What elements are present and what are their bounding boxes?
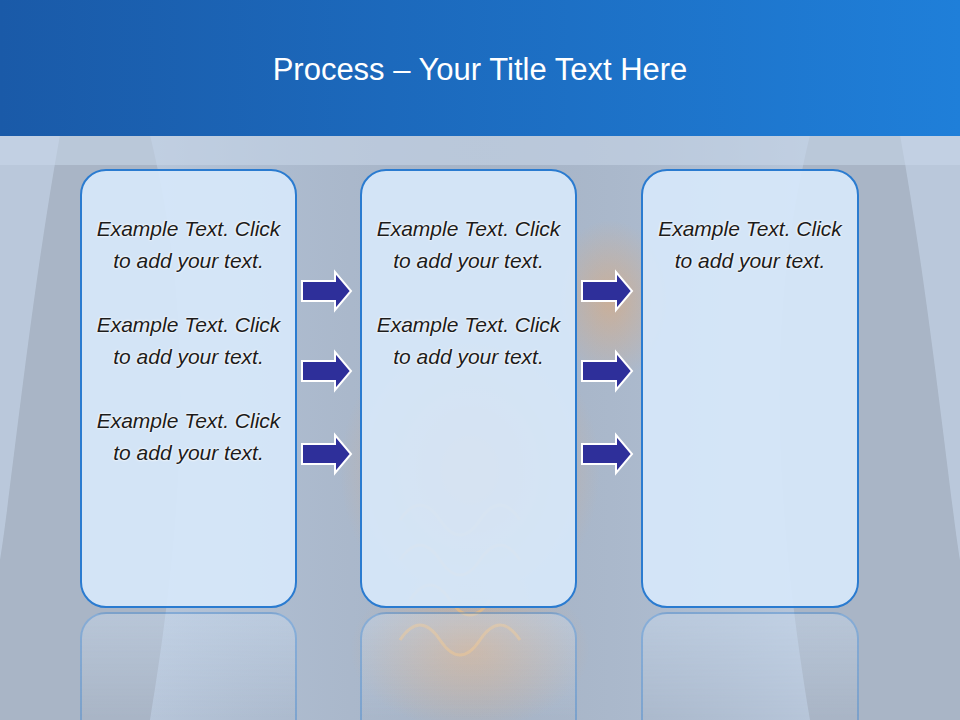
process-box: Example Text. Click to add your text. (641, 169, 859, 608)
process-box: Example Text. Click to add your text. Exa… (360, 169, 577, 608)
box-text: Example Text. Click to add your text. (372, 213, 565, 277)
box-text: Example Text. Click to add your text. (92, 309, 285, 373)
box-text: Example Text. Click to add your text. (92, 213, 285, 277)
block-arrow (302, 352, 351, 390)
box-reflection (80, 612, 297, 720)
process-box: Example Text. Click to add your text. Exa… (80, 169, 297, 608)
slide-title: Process – Your Title Text Here (0, 52, 960, 88)
box-text: Example Text. Click to add your text. (92, 405, 285, 469)
box-reflection (641, 612, 859, 720)
box-reflection (360, 612, 577, 720)
title-text: Process – Your Title Text Here (273, 52, 688, 87)
box-text: Example Text. Click to add your text. (653, 213, 847, 277)
block-arrow (302, 435, 351, 473)
block-arrow (302, 272, 351, 310)
block-arrow (582, 272, 632, 310)
block-arrow (582, 352, 632, 390)
block-arrow (582, 435, 632, 473)
box-text: Example Text. Click to add your text. (372, 309, 565, 373)
